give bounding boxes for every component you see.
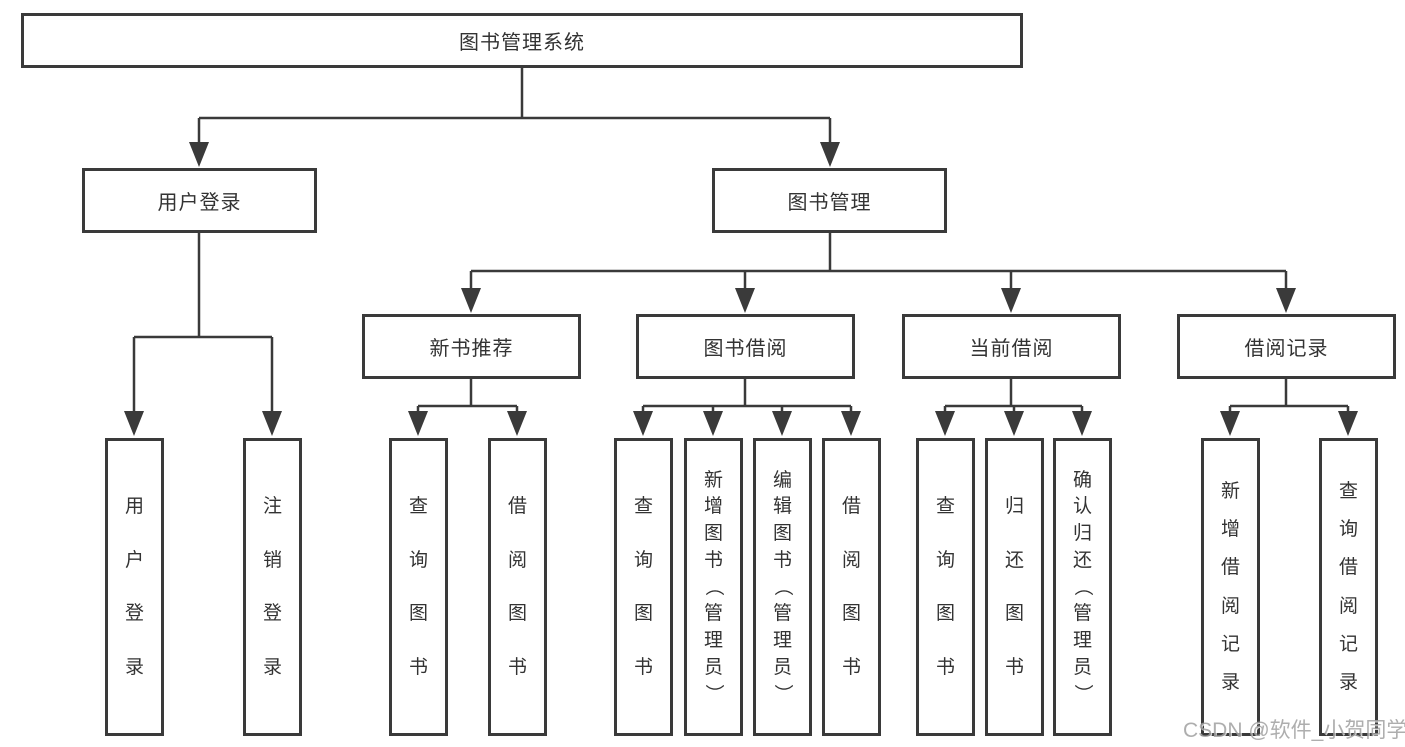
leaf-borrow-book: 借阅图书 [822,438,881,736]
node-book-borrow: 图书借阅 [636,314,855,379]
node-user-login: 用户登录 [82,168,317,233]
leaf-query-borrow-record: 查询借阅记录 [1319,438,1378,736]
leaf-borrow-book-recommend: 借阅图书 [488,438,547,736]
node-current-borrow: 当前借阅 [902,314,1121,379]
node-borrow-record: 借阅记录 [1177,314,1396,379]
leaf-add-borrow-record: 新增借阅记录 [1201,438,1260,736]
leaf-return-book: 归还图书 [985,438,1044,736]
leaf-add-book-admin: 新增图书（管理员） [684,438,743,736]
node-book-management: 图书管理 [712,168,947,233]
leaf-edit-book-admin: 编辑图书（管理员） [753,438,812,736]
node-root-system: 图书管理系统 [21,13,1023,68]
leaf-query-book-recommend: 查询图书 [389,438,448,736]
csdn-watermark: CSDN @软件_小贺同学 [1183,719,1405,742]
node-new-book-recommend: 新书推荐 [362,314,581,379]
leaf-logout: 注销登录 [243,438,302,736]
leaf-user-login: 用户登录 [105,438,164,736]
leaf-query-book-current: 查询图书 [916,438,975,736]
leaf-confirm-return-admin: 确认归还（管理员） [1053,438,1112,736]
leaf-query-book-borrow: 查询图书 [614,438,673,736]
